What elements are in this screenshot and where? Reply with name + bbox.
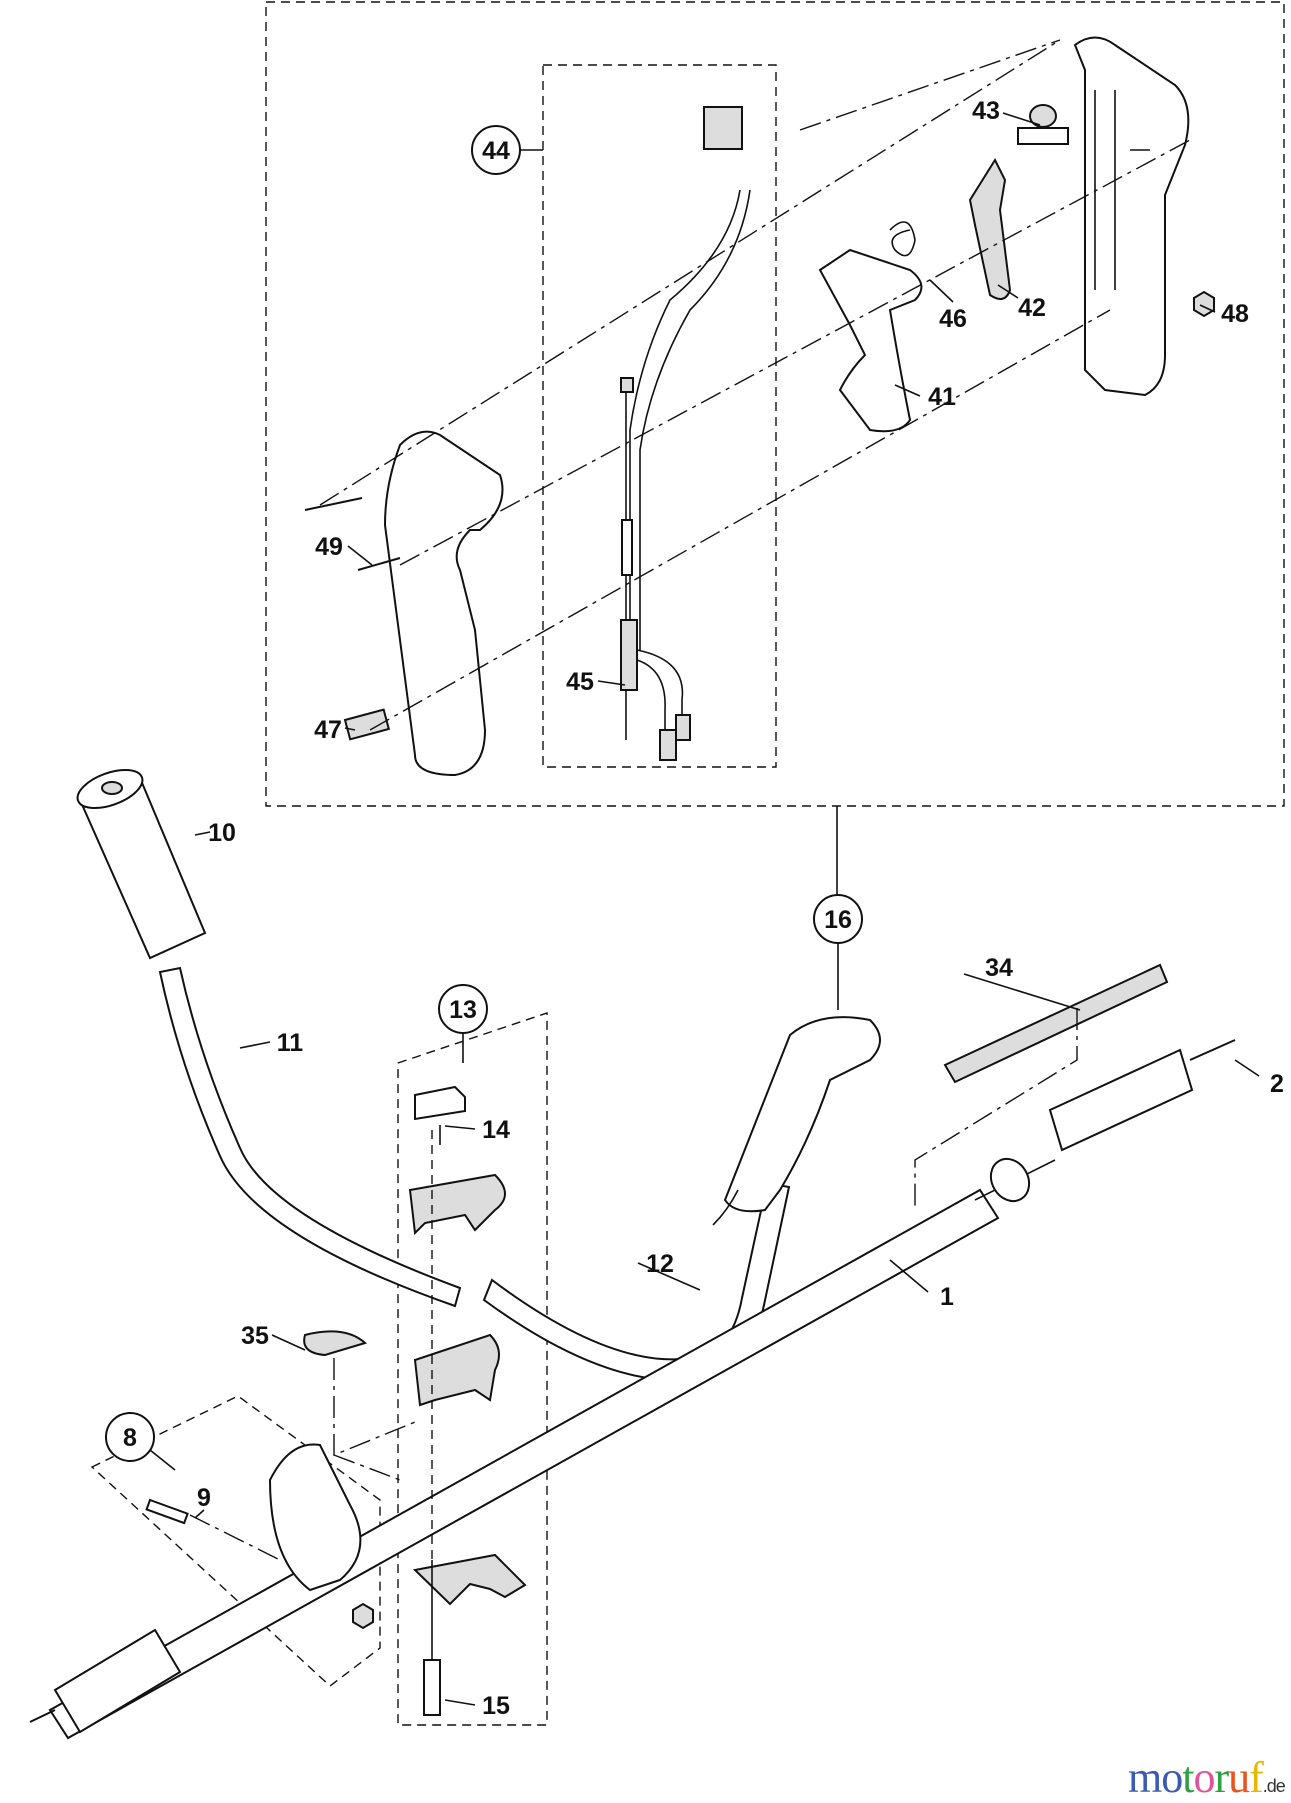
callout-47: 47: [314, 716, 342, 744]
callout-43: 43: [972, 97, 1000, 125]
wm-letter: u: [1228, 1753, 1250, 1802]
handlebar-11: [158, 966, 462, 1308]
handle-right-half: [1073, 36, 1190, 397]
callout-9: 9: [197, 1484, 211, 1512]
throttle-housing-16: [723, 1016, 881, 1213]
connector: [703, 106, 743, 150]
handlebar-12: [482, 1181, 791, 1382]
callout-1: 1: [940, 1283, 954, 1311]
handle-left-half: [383, 430, 504, 777]
clamp-13: [408, 1085, 527, 1716]
assembly-16-box: [265, 1, 1285, 807]
clamp-8: [268, 1443, 362, 1592]
spring-46: [889, 221, 916, 257]
callout-2: 2: [1270, 1070, 1284, 1098]
callout-circle-8: [105, 1412, 155, 1462]
callout-15: 15: [482, 1692, 510, 1720]
callout-13: 13: [449, 996, 477, 1024]
callout-41: 41: [928, 383, 956, 411]
callout-circle-44: [471, 125, 521, 175]
screw-9: [145, 1498, 189, 1525]
watermark-logo: motoruf.de: [1128, 1752, 1286, 1803]
assembly-8-box: [90, 1395, 381, 1687]
wm-letter: r: [1214, 1753, 1229, 1802]
wm-letter: m: [1128, 1753, 1162, 1802]
wm-letter: o: [1193, 1753, 1215, 1802]
wm-letter: o: [1161, 1753, 1183, 1802]
callout-14: 14: [482, 1116, 510, 1144]
wire-harness-45: [620, 189, 751, 761]
callout-12: 12: [646, 1250, 674, 1278]
throttle-lever-41: [818, 248, 923, 433]
grip-10: [76, 768, 207, 960]
screw-47: [343, 708, 391, 741]
callout-11: 11: [277, 1029, 304, 1057]
callout-circle-13: [438, 984, 488, 1034]
nut: [352, 1602, 374, 1630]
callout-42: 42: [1018, 294, 1046, 322]
assembly-44-box: [542, 64, 777, 768]
callout-48: 48: [1221, 300, 1249, 328]
trigger-42: [968, 157, 1012, 300]
assembly-13-box: [397, 1012, 548, 1726]
drive-tube-2: [1048, 1048, 1194, 1152]
plate-35: [303, 1330, 367, 1357]
callout-45: 45: [566, 668, 594, 696]
shaft-1: [48, 1188, 1000, 1740]
switch-43: [1017, 104, 1069, 145]
wm-letter: f: [1249, 1753, 1264, 1802]
callout-34: 34: [985, 954, 1013, 982]
callout-44: 44: [482, 137, 510, 165]
shaft-end-tube: [53, 1628, 182, 1734]
nut-48: [1193, 290, 1215, 318]
strip-34: [943, 963, 1169, 1084]
wm-letter: t: [1182, 1753, 1194, 1802]
callout-8: 8: [123, 1424, 137, 1452]
callout-10: 10: [208, 819, 236, 847]
callout-35: 35: [241, 1322, 269, 1350]
callout-16: 16: [824, 906, 852, 934]
callout-49: 49: [315, 533, 343, 561]
screw-49a: [304, 497, 363, 511]
wm-suffix: .de: [1262, 1776, 1286, 1796]
screw-49b: [357, 557, 401, 571]
callout-46: 46: [939, 305, 967, 333]
callout-circle-16: [813, 894, 863, 944]
